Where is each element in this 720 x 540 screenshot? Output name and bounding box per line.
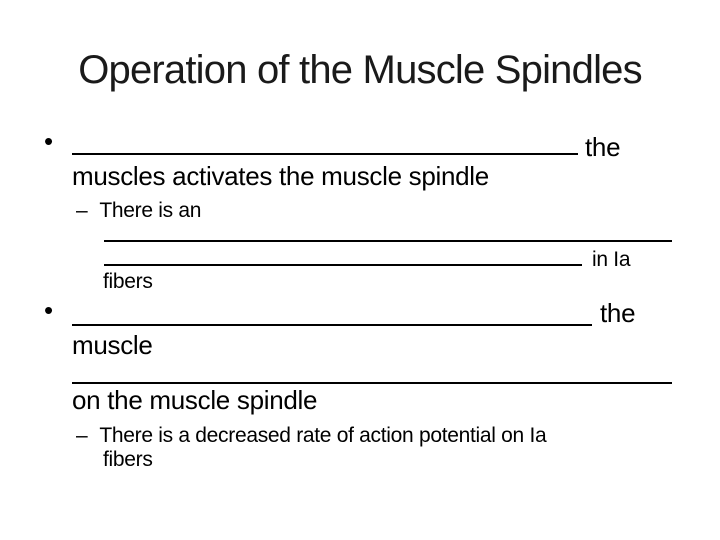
fill-in-blank-line [104,264,582,266]
fill-in-blank-line [72,324,592,326]
sub-bullet1-line2-suffix: in Ia [592,248,631,271]
bullet2-line2: muscle [72,330,153,360]
slide-title: Operation of the Muscle Spindles [78,48,642,92]
sub-bullet1-line3: fibers [103,270,153,293]
dash-marker: – [76,424,88,447]
sub-bullet2-line2: fibers [103,448,153,471]
sub-bullet2-text: There is a decreased rate of action pote… [99,424,547,447]
bullet2-line1-suffix: the [600,298,636,328]
bullet-marker: • [44,295,54,325]
fill-in-blank-line [104,240,672,242]
sub-bullet2-line1: –There is a decreased rate of action pot… [76,424,547,447]
bullet2-line4: on the muscle spindle [72,385,318,415]
bullet-marker: • [44,126,54,156]
sub-bullet1-lead: –There is an [76,200,201,221]
bullet1-line2: muscles activates the muscle spindle [72,161,489,191]
fill-in-blank-line [72,153,578,155]
bullet1-line1-suffix: the [585,132,621,162]
fill-in-blank-line [72,382,672,384]
dash-marker: – [76,199,88,222]
sub-bullet1-text: There is an [99,199,202,222]
